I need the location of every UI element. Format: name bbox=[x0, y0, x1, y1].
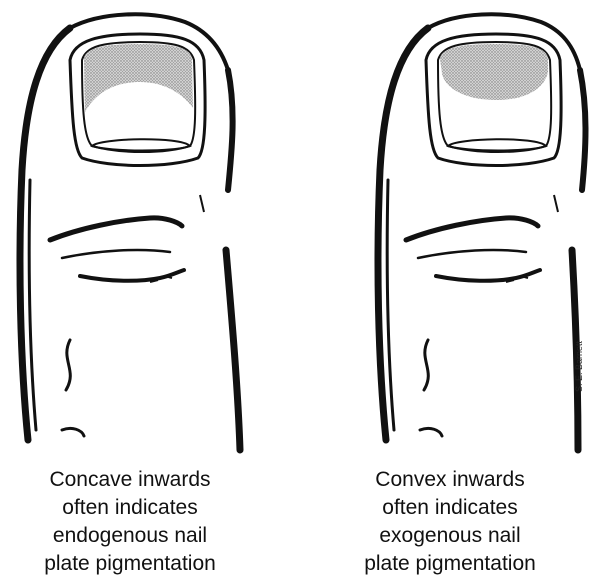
joint-line-upper bbox=[66, 340, 70, 390]
knuckle-crease-3 bbox=[436, 270, 540, 281]
caption-line: Convex inwards bbox=[320, 466, 580, 494]
finger-illustration-convex bbox=[296, 0, 592, 470]
caption-line: often indicates bbox=[320, 494, 580, 522]
joint-line-upper bbox=[424, 340, 428, 390]
finger-illustration-concave bbox=[0, 0, 296, 470]
panel-concave: Concave inwards often indicates endogeno… bbox=[0, 0, 296, 588]
panel-convex: Convex inwards often indicates exogenous… bbox=[296, 0, 592, 588]
finger-outline-right bbox=[580, 70, 586, 190]
caption-concave: Concave inwards often indicates endogeno… bbox=[0, 466, 260, 578]
caption-line: exogenous nail bbox=[320, 522, 580, 550]
caption-line: endogenous nail bbox=[0, 522, 260, 550]
knuckle-crease-2 bbox=[62, 250, 170, 258]
caption-line: Concave inwards bbox=[0, 466, 260, 494]
caption-line: plate pigmentation bbox=[0, 550, 260, 578]
knuckle-crease-1 bbox=[50, 218, 182, 240]
caption-line: plate pigmentation bbox=[320, 550, 580, 578]
caption-line: often indicates bbox=[0, 494, 260, 522]
artist-signature: S. E. Barnett bbox=[574, 341, 584, 392]
joint-line-lower bbox=[62, 428, 84, 436]
caption-convex: Convex inwards often indicates exogenous… bbox=[320, 466, 580, 578]
knuckle-crease-2 bbox=[418, 250, 526, 258]
finger-outline-right bbox=[228, 70, 233, 190]
joint-line-lower bbox=[420, 428, 442, 436]
knuckle-crease-1 bbox=[406, 218, 538, 240]
knuckle-crease-3 bbox=[80, 270, 184, 281]
